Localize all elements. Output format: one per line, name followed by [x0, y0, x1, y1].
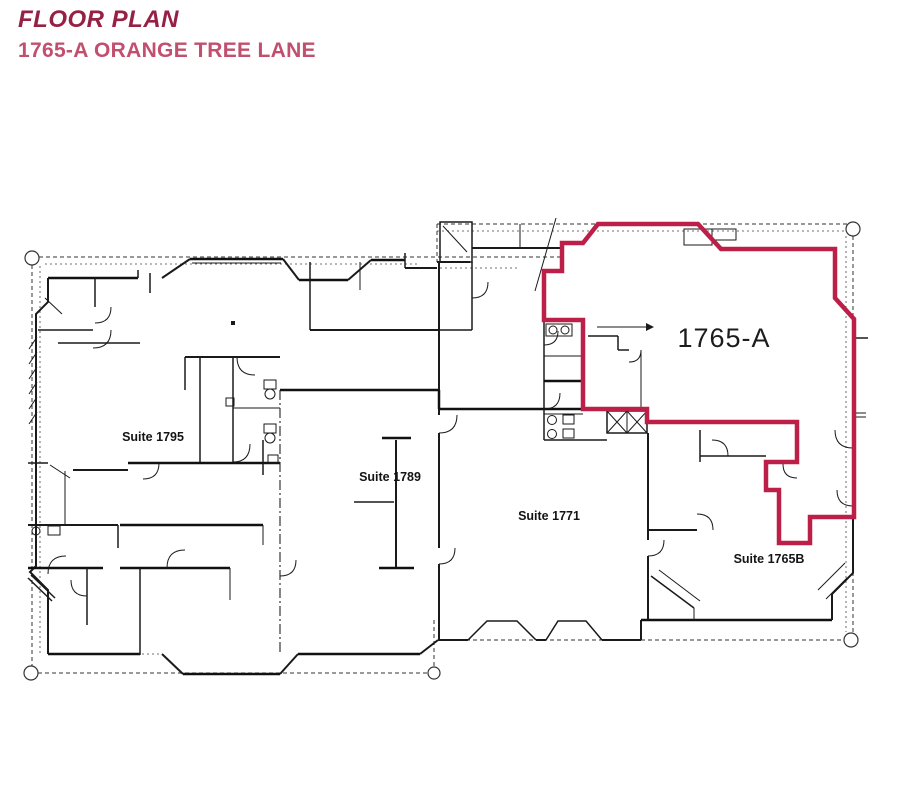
corner-column-circles [23, 221, 861, 681]
suite-1789-label: Suite 1789 [359, 470, 421, 484]
fixtures [31, 321, 654, 536]
page-title: FLOOR PLAN [18, 6, 179, 33]
suite-1795-label: Suite 1795 [122, 430, 184, 444]
suite-1765a-label: 1765-A [677, 323, 770, 353]
suite-1765a-highlight-outline [541, 221, 857, 546]
door-arcs [47, 281, 854, 597]
window-hatch-ticks [28, 336, 38, 425]
plan-labels: 1765-A Suite 1795 Suite 1789 Suite 1771 … [122, 323, 804, 566]
stair-crosshatch [606, 410, 648, 434]
boundary-dashed-lines [31, 223, 854, 674]
page-subtitle: 1765-A ORANGE TREE LANE [18, 38, 316, 62]
suite-1765b-label: Suite 1765B [734, 552, 805, 566]
exterior-walls [28, 221, 868, 676]
header: FLOOR PLAN 1765-A ORANGE TREE LANE [18, 6, 316, 64]
suite-1771-label: Suite 1771 [518, 509, 580, 523]
interior-walls [27, 217, 766, 655]
